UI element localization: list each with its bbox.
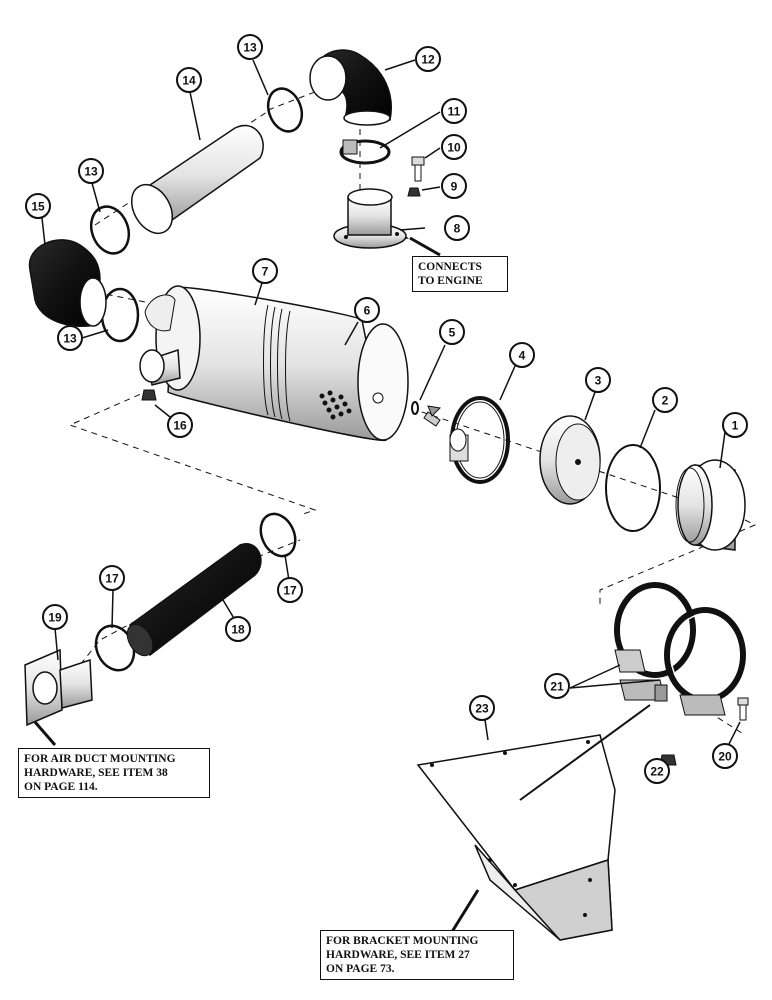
callout-13-bottom: 13 <box>57 325 83 351</box>
callout-17-left: 17 <box>99 565 125 591</box>
callout-7: 7 <box>252 258 278 284</box>
svg-text:13: 13 <box>63 332 77 346</box>
callout-20: 20 <box>712 743 738 769</box>
callout-4: 4 <box>509 342 535 368</box>
callout-5: 5 <box>439 319 465 345</box>
svg-text:14: 14 <box>182 74 196 88</box>
part-20-bolt <box>737 697 749 721</box>
callout-1: 1 <box>722 412 748 438</box>
svg-text:17: 17 <box>283 584 297 598</box>
svg-text:2: 2 <box>662 394 669 408</box>
part-3-baffle <box>539 415 601 505</box>
part-5-washer-wingnut <box>411 401 442 427</box>
callout-18: 18 <box>225 616 251 642</box>
callout-23: 23 <box>469 695 495 721</box>
callout-16: 16 <box>167 412 193 438</box>
leader-engine <box>409 236 441 257</box>
part-21-mounting-clamps <box>614 582 746 716</box>
callout-6: 6 <box>354 297 380 323</box>
svg-text:4: 4 <box>519 349 526 363</box>
callout-22: 22 <box>644 758 670 784</box>
part-10-bolt <box>411 156 425 182</box>
callout-19: 19 <box>42 604 68 630</box>
part-12-elbow-hose <box>309 49 392 126</box>
callout-11: 11 <box>441 98 467 124</box>
part-23-bracket <box>416 704 651 941</box>
svg-text:11: 11 <box>448 105 461 119</box>
note-air-duct-hardware: FOR AIR DUCT MOUNTING HARDWARE, SEE ITEM… <box>18 748 210 798</box>
callout-10: 10 <box>441 134 467 160</box>
part-16-nut <box>141 389 157 401</box>
svg-text:16: 16 <box>173 419 187 433</box>
callout-2: 2 <box>652 387 678 413</box>
part-8-adapter <box>333 188 410 249</box>
callout-13-middle: 13 <box>78 158 104 184</box>
part-9-nut <box>407 187 421 197</box>
svg-text:23: 23 <box>475 702 489 716</box>
svg-text:1: 1 <box>732 419 739 433</box>
callout-17-right: 17 <box>277 577 303 603</box>
svg-text:8: 8 <box>454 222 461 236</box>
callout-9: 9 <box>441 173 467 199</box>
svg-text:17: 17 <box>105 572 119 586</box>
svg-text:13: 13 <box>84 165 98 179</box>
callout-13-top: 13 <box>237 34 263 60</box>
svg-text:18: 18 <box>231 623 245 637</box>
svg-text:13: 13 <box>243 41 257 55</box>
part-19-flange <box>24 648 93 746</box>
callouts: 1 2 3 4 5 6 7 8 9 10 11 12 13 13 13 14 1… <box>25 34 748 784</box>
part-4-band-clamp <box>449 396 510 484</box>
svg-text:6: 6 <box>364 304 371 318</box>
callout-21: 21 <box>544 673 570 699</box>
callout-3: 3 <box>585 367 611 393</box>
svg-text:15: 15 <box>31 200 45 214</box>
svg-text:5: 5 <box>449 326 456 340</box>
part-14-tube <box>130 124 264 234</box>
part-2-o-ring <box>605 444 661 532</box>
svg-text:12: 12 <box>421 53 435 67</box>
part-6-7-air-cleaner-housing <box>139 285 409 442</box>
svg-text:20: 20 <box>718 750 732 764</box>
callout-8: 8 <box>444 215 470 241</box>
svg-text:19: 19 <box>48 611 62 625</box>
svg-text:9: 9 <box>451 180 458 194</box>
part-11-clamp <box>339 139 391 165</box>
callout-15: 15 <box>25 193 51 219</box>
part-18-duct-hose <box>126 543 262 657</box>
part-1-cap <box>675 459 746 551</box>
callout-14: 14 <box>176 67 202 93</box>
note-connects-to-engine: CONNECTS TO ENGINE <box>412 256 508 292</box>
part-15-elbow-hose <box>28 239 107 327</box>
note-bracket-hardware: FOR BRACKET MOUNTING HARDWARE, SEE ITEM … <box>320 930 514 980</box>
svg-text:3: 3 <box>595 374 602 388</box>
svg-text:22: 22 <box>650 765 664 779</box>
svg-text:7: 7 <box>262 265 269 279</box>
svg-text:10: 10 <box>447 141 461 155</box>
callout-12: 12 <box>415 46 441 72</box>
svg-text:21: 21 <box>550 680 564 694</box>
